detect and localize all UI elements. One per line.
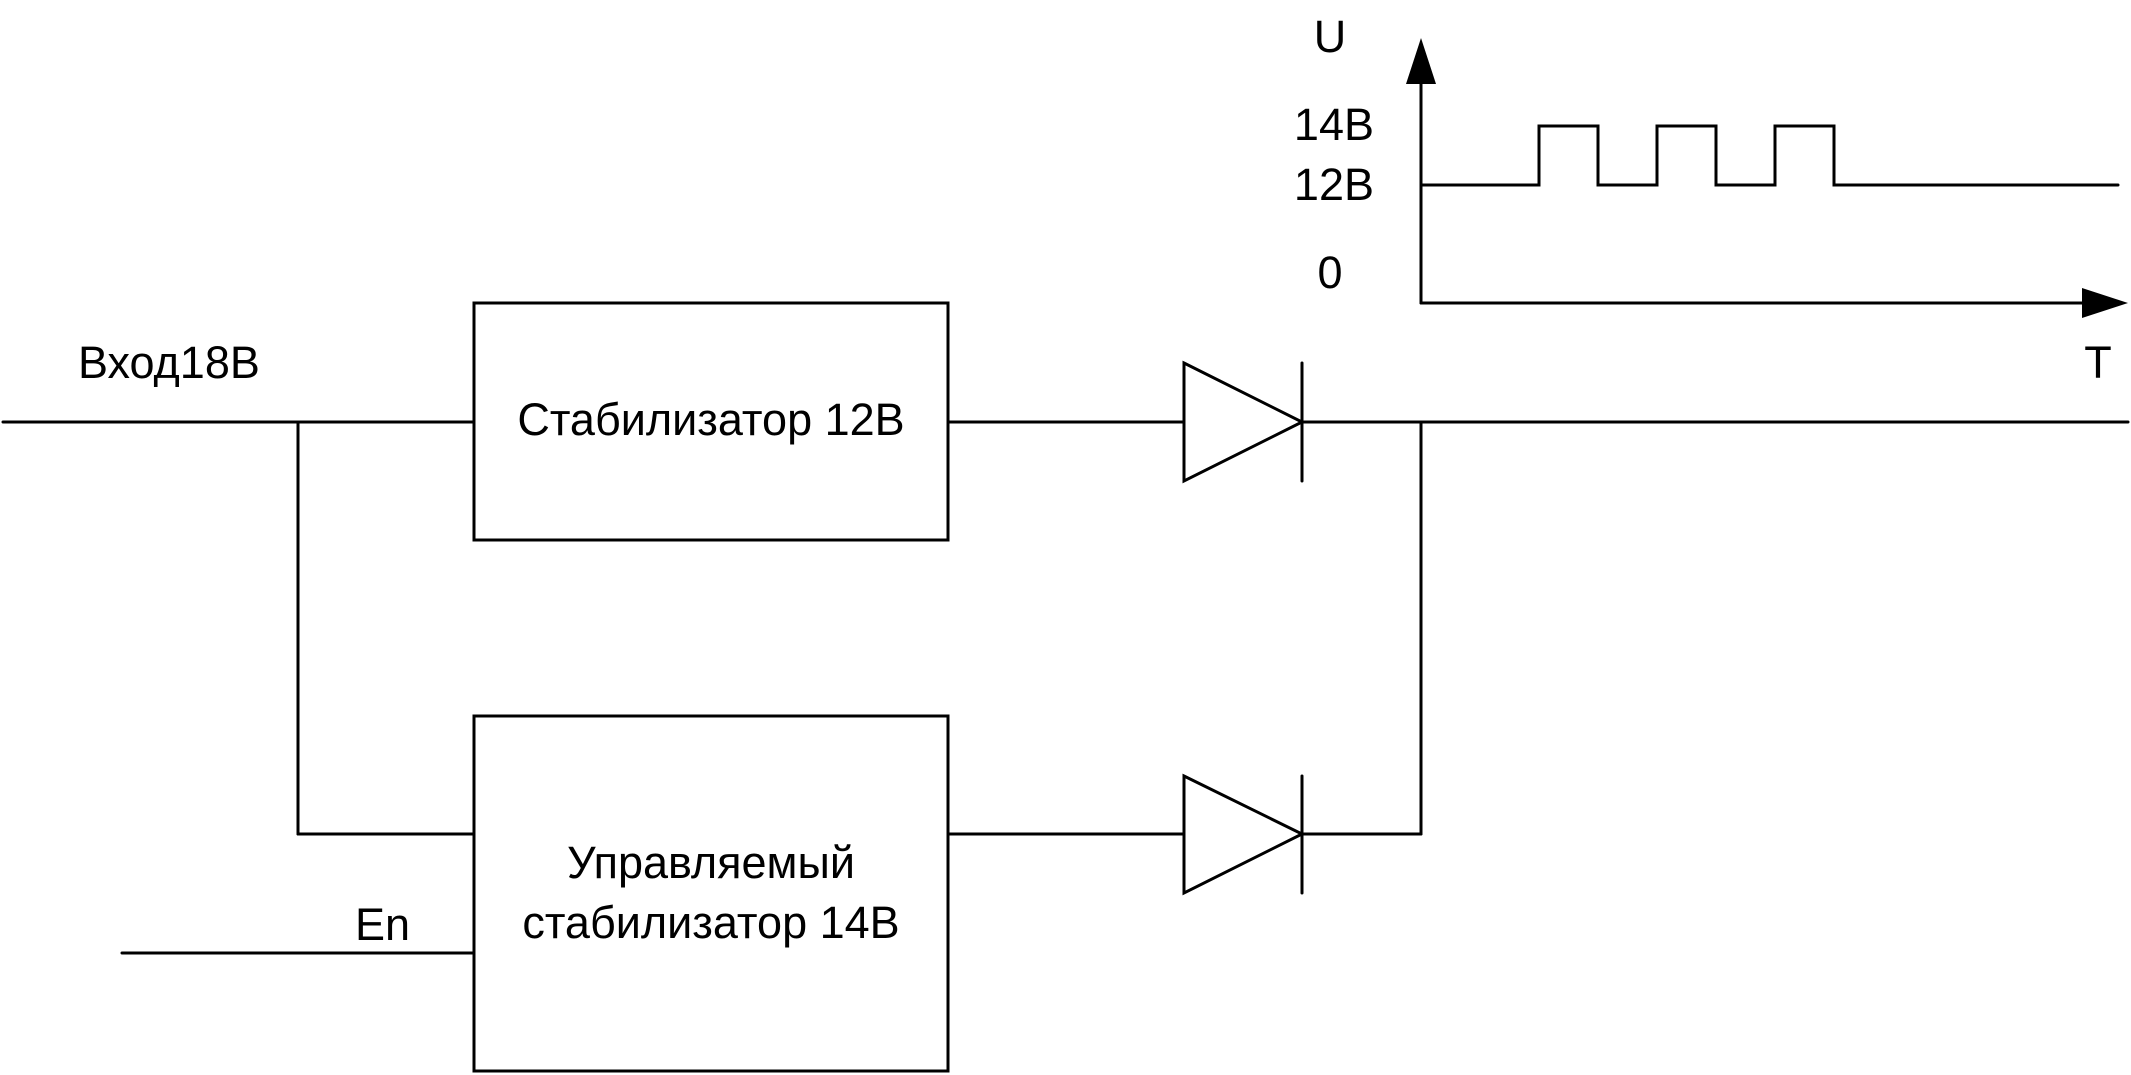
lower-diode: [1182, 773, 1306, 896]
voltage-waveform: U 14В 12В 0 T: [1294, 11, 2128, 388]
waveform-x-label: T: [2084, 337, 2112, 388]
upper-diode: [1182, 360, 1306, 484]
waveform-level-mid: 12В: [1294, 159, 1374, 210]
waveform-level-zero: 0: [1317, 247, 1342, 298]
enable-label: En: [355, 899, 410, 950]
stabilizer-14v-label-line1: Управляемый: [567, 837, 855, 888]
stabilizer-14v-block: [472, 714, 950, 1073]
stabilizer-12v-label: Стабилизатор 12В: [517, 394, 904, 445]
waveform-x-axis-arrow: [2082, 288, 2128, 318]
waveform-y-label: U: [1314, 11, 1347, 62]
stabilizer-14v-label-line2: стабилизатор 14В: [522, 897, 899, 948]
waveform-y-axis-arrow: [1406, 38, 1436, 84]
input-label: Вход18В: [78, 337, 260, 388]
waveform-signal: [1419, 124, 2120, 187]
waveform-level-high: 14В: [1294, 99, 1374, 150]
